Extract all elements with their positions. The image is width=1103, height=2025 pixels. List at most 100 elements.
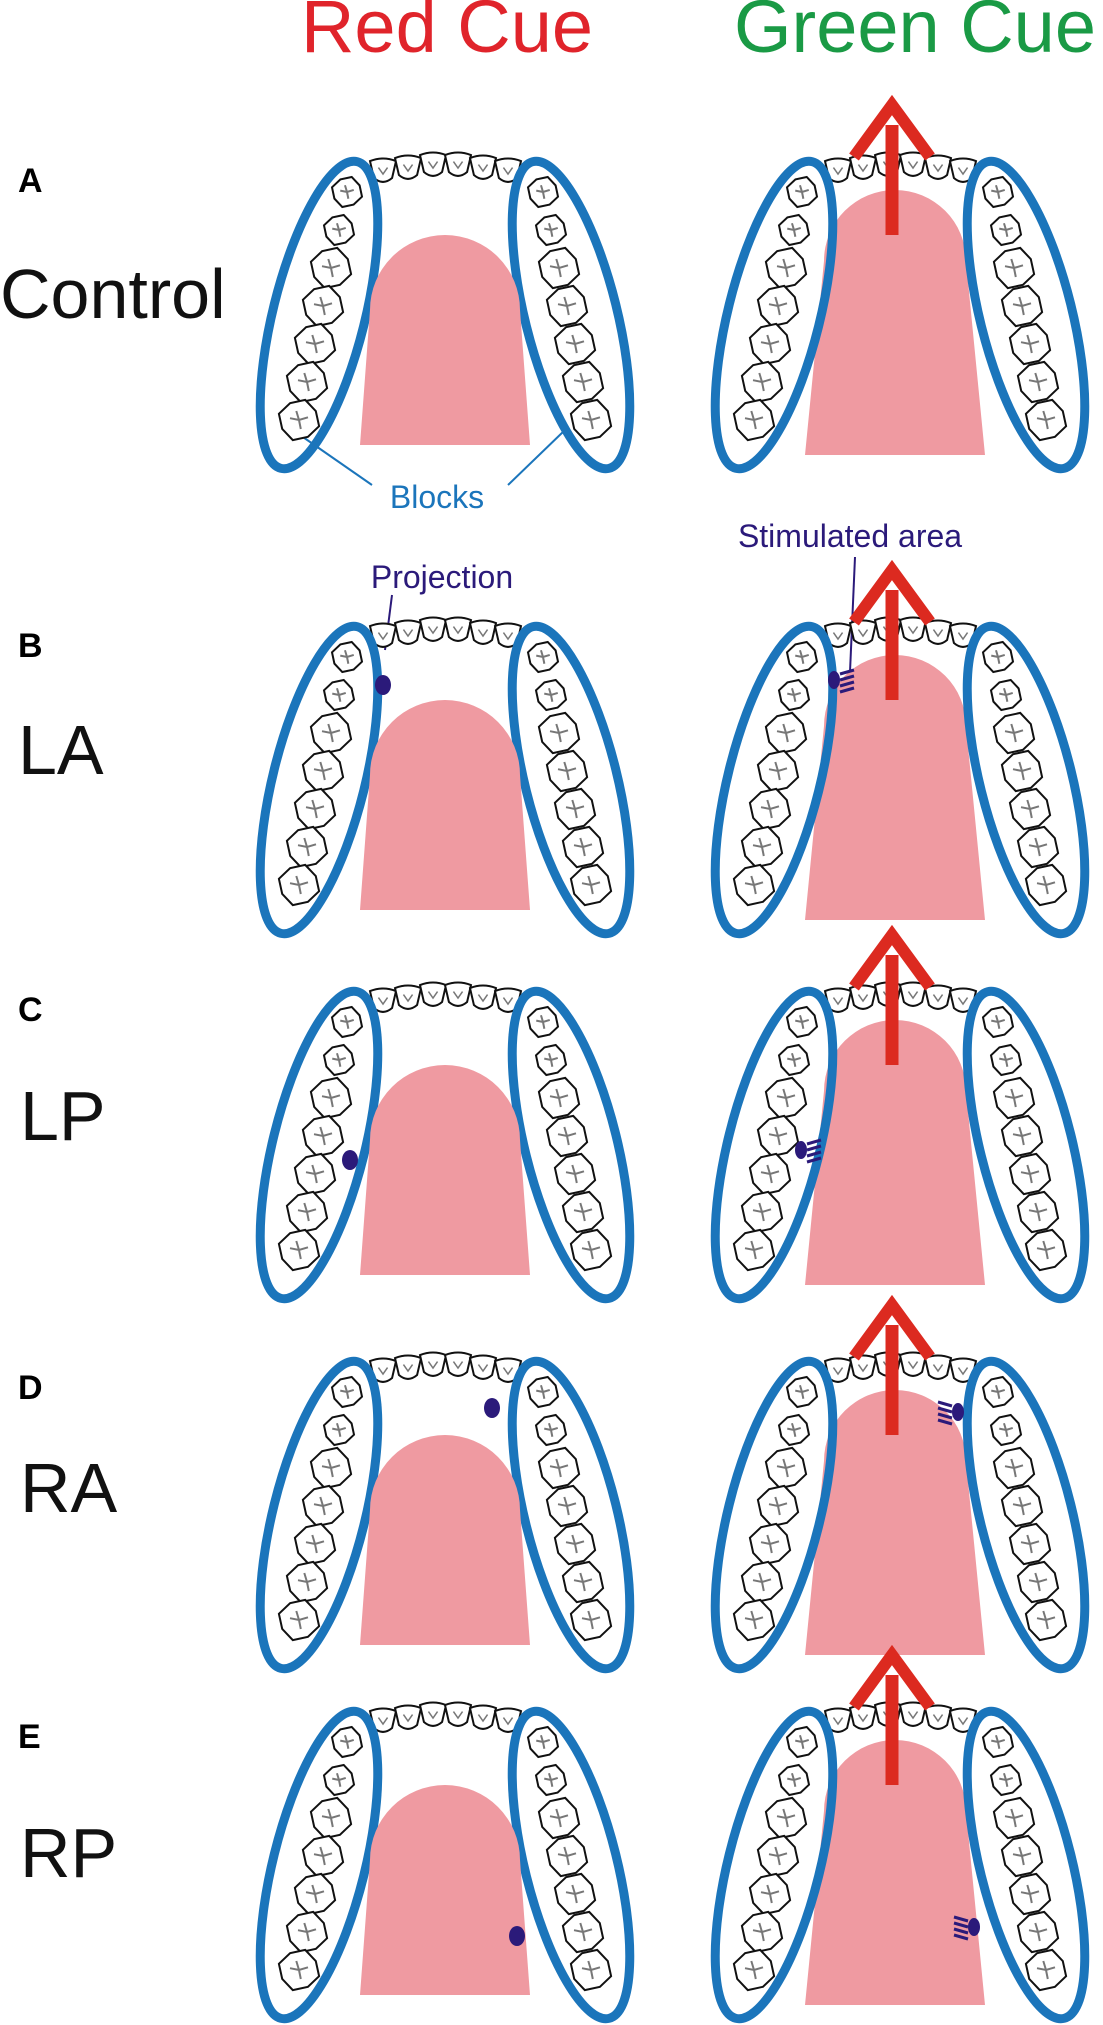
incisor-tooth	[898, 1351, 928, 1377]
incisor-tooth	[393, 154, 423, 180]
hatch-line	[953, 1927, 969, 1935]
tongue-shape	[360, 700, 530, 910]
tooth-fissure	[427, 1361, 439, 1370]
tooth-fissure	[760, 1164, 780, 1184]
block-right	[507, 1356, 635, 1674]
incisor-tooth	[848, 1354, 878, 1380]
tongue-shape	[805, 655, 985, 920]
arrow-head	[849, 559, 935, 626]
tooth-fissure	[1012, 1496, 1032, 1516]
tooth-fissure	[340, 1384, 355, 1399]
tooth-fissure	[1004, 258, 1024, 278]
row-b-name: LA	[18, 711, 104, 789]
tooth-fissure	[1004, 1458, 1024, 1478]
arrow-head	[849, 1294, 935, 1361]
tooth-fissure	[402, 1714, 414, 1723]
tooth-fissure	[340, 1014, 355, 1029]
incisor-tooth	[898, 151, 928, 177]
tooth-fissure	[557, 1496, 577, 1516]
tooth-fissure	[1028, 1572, 1048, 1592]
tooth-fissure	[565, 799, 585, 819]
tooth-fissure	[787, 1422, 802, 1437]
tooth-fissure	[1020, 1534, 1040, 1554]
tooth-fissure	[752, 1572, 772, 1592]
tooth-fissure	[1036, 410, 1056, 430]
row-d-name: RA	[20, 1449, 118, 1527]
tooth-fissure	[776, 1458, 796, 1478]
tooth-fissure	[305, 1884, 325, 1904]
block-left	[255, 621, 383, 939]
tooth-fissure	[768, 296, 788, 316]
row-a-name: Control	[0, 255, 226, 333]
row-c-letter: C	[18, 991, 43, 1029]
green-cue-panel-d	[710, 1294, 1090, 1674]
tooth-fissure	[332, 1772, 347, 1787]
hatch-line	[953, 1933, 969, 1941]
tooth-fissure	[565, 1164, 585, 1184]
tooth-fissure	[991, 184, 1006, 199]
incisor-tooth	[823, 1357, 853, 1383]
block-left	[710, 1706, 838, 2024]
incisor-tooth	[443, 981, 473, 1007]
tongue-shape	[360, 1435, 530, 1645]
stimulated-area-label: Stimulated area	[738, 518, 962, 554]
incisor-tooth	[898, 981, 928, 1007]
hatch-line	[937, 1412, 953, 1420]
tooth-fissure	[427, 1711, 439, 1720]
tooth-fissure	[1036, 1240, 1056, 1260]
tooth-fissure	[544, 1052, 559, 1067]
tooth-fissure	[907, 161, 919, 170]
block-right	[962, 1356, 1090, 1674]
tooth-fissure	[502, 1367, 514, 1376]
row-b-letter: B	[18, 627, 43, 665]
block-right	[507, 156, 635, 474]
tooth-fissure	[907, 626, 919, 635]
arrow-head	[849, 1644, 935, 1711]
tooth-fissure	[991, 1734, 1006, 1749]
tooth-fissure	[536, 1384, 551, 1399]
tooth-fissure	[832, 1717, 844, 1726]
hatch-line	[806, 1138, 822, 1146]
tooth-fissure	[832, 167, 844, 176]
tooth-fissure	[1036, 1610, 1056, 1630]
row-a-letter: A	[18, 162, 43, 200]
tooth-fissure	[289, 410, 309, 430]
tooth-fissure	[377, 997, 389, 1006]
incisor-tooth	[923, 154, 953, 180]
tooth-fissure	[377, 1717, 389, 1726]
tooth-fissure	[289, 1610, 309, 1630]
incisor-tooth	[923, 619, 953, 645]
incisor-tooth	[443, 151, 473, 177]
tooth-fissure	[377, 167, 389, 176]
tooth-fissure	[313, 1846, 333, 1866]
tooth-fissure	[332, 222, 347, 237]
tooth-fissure	[402, 629, 414, 638]
tooth-fissure	[957, 1367, 969, 1376]
tooth-fissure	[1004, 1088, 1024, 1108]
block-left	[710, 986, 838, 1304]
tooth-fissure	[452, 626, 464, 635]
projection-dot	[828, 671, 840, 689]
tooth-fissure	[957, 167, 969, 176]
hatch-line	[937, 1406, 953, 1414]
tooth-fissure	[297, 1202, 317, 1222]
tooth-fissure	[557, 761, 577, 781]
tooth-fissure	[857, 994, 869, 1003]
tooth-fissure	[536, 184, 551, 199]
tooth-fissure	[752, 837, 772, 857]
tooth-fissure	[907, 1361, 919, 1370]
tooth-fissure	[999, 222, 1014, 237]
tooth-fissure	[477, 994, 489, 1003]
incisor-tooth	[418, 981, 448, 1007]
tooth-fissure	[760, 799, 780, 819]
tooth-fissure	[297, 372, 317, 392]
tooth-fissure	[502, 167, 514, 176]
tooth-fissure	[957, 632, 969, 641]
tooth-fissure	[744, 1240, 764, 1260]
tooth-fissure	[1020, 799, 1040, 819]
tooth-fissure	[549, 1808, 569, 1828]
projection-dot	[342, 1150, 358, 1170]
hatch-line	[839, 686, 855, 694]
tooth-fissure	[760, 1884, 780, 1904]
tooth-fissure	[502, 632, 514, 641]
